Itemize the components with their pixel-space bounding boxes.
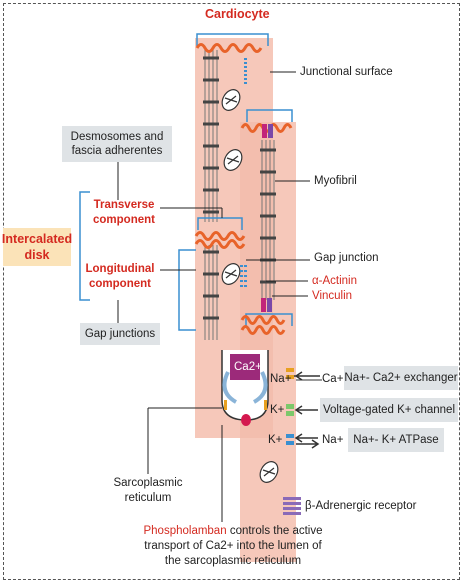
junctional-bracket <box>246 109 293 122</box>
desmosomes-box: Desmosomes and fascia adherentes <box>62 126 172 162</box>
longitudinal-bracket <box>178 249 196 331</box>
ca-pump-arrow <box>252 371 268 404</box>
mitochondrion-icon <box>221 263 241 285</box>
cardiocyte-bracket <box>196 33 269 46</box>
sr-channel <box>224 400 227 410</box>
na-exchanger-left: Na+ <box>270 373 292 385</box>
k-channel-ion: K+ <box>270 404 285 416</box>
sr-channel <box>264 400 267 410</box>
alpha-actinin-mark <box>261 298 266 312</box>
phospholamban-marker <box>241 414 251 426</box>
beta-receptor-label: β-Adrenergic receptor <box>305 500 417 512</box>
gap-junctions-box: Gap junctions <box>80 323 160 345</box>
na-atpase-ion: Na+ <box>322 434 344 446</box>
gap-junction-icon <box>240 265 247 287</box>
k-atpase-ion: K+ <box>268 434 283 446</box>
ca-ion-box <box>230 354 260 380</box>
ca-exchanger-right: Ca+ <box>322 373 344 385</box>
intercalated-bracket <box>79 191 90 301</box>
longitudinal-label: Longitudinal component <box>85 263 155 290</box>
cardiocyte-title: Cardiocyte <box>205 7 270 21</box>
vinculin-mark <box>267 298 272 312</box>
wavy-membrane <box>240 315 286 325</box>
ca-pump-arrow <box>222 371 238 404</box>
transverse-bracket <box>197 217 243 230</box>
gap-junction-icon <box>244 58 247 84</box>
ca-ion-label: Ca2+ <box>234 361 262 373</box>
gap-junction-label: Gap junction <box>314 252 379 264</box>
vinculin-label: Vinculin <box>312 290 353 302</box>
mitochondrion-icon <box>259 461 279 483</box>
phospholamban-term: Phospholamban <box>143 525 227 537</box>
ion-channel-icon <box>286 368 322 381</box>
vinculin-mark <box>268 124 273 138</box>
ion-channel-icon <box>286 404 318 416</box>
myofibrils-upper <box>203 50 219 340</box>
wavy-membrane <box>195 43 263 53</box>
figure-frame <box>3 3 460 580</box>
wavy-membrane <box>194 231 246 241</box>
mitochondrion-icon <box>221 89 241 111</box>
junctional-surface-label: Junctional surface <box>300 66 393 78</box>
intercalated-disk-box: Intercalated disk <box>2 228 72 266</box>
wavy-membrane <box>240 325 286 335</box>
transverse-label: Transverse component <box>93 199 155 226</box>
ion-channel-icon <box>286 433 320 449</box>
alpha-actinin-mark <box>262 124 267 138</box>
myofibrils-lower <box>260 140 276 300</box>
na-k-atpase-box: Na+- K+ ATPase <box>348 428 444 452</box>
alpha-actinin-label: α-Actinin <box>312 275 357 287</box>
mitochondrion-icon <box>223 149 243 171</box>
leader-lines <box>117 71 310 522</box>
voltage-gated-k-box: Voltage-gated K+ channel <box>320 398 458 422</box>
wavy-membrane <box>194 239 246 249</box>
na-ca-exchanger-box: Na+- Ca2+ exchanger <box>344 366 458 390</box>
sarcoplasmic-reticulum-label: Sarcoplasmic reticulum <box>113 477 183 504</box>
lower-junction-bracket <box>245 313 293 326</box>
phospholamban-caption: Phospholamban controls the active transp… <box>138 524 328 569</box>
phospholamban-description: controls the active transport of Ca2+ in… <box>144 525 323 567</box>
myofibril-label: Myofibril <box>314 175 357 187</box>
adrenergic-receptor-icon <box>283 497 301 515</box>
